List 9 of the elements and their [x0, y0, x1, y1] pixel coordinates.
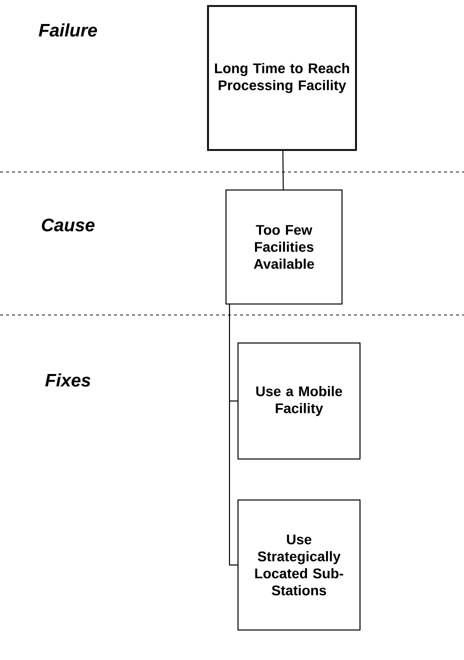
section-label: Failure: [38, 23, 98, 37]
process-box: Too Few Facilities Available: [226, 190, 342, 304]
process-box: Long Time to Reach Processing Facility: [207, 5, 357, 151]
connector-line: [229, 304, 238, 566]
section-label: Cause: [42, 218, 95, 232]
connector-line: [282, 150, 284, 190]
section-label: Fixes: [45, 373, 90, 387]
process-box: Use a Mobile Facility: [238, 342, 360, 460]
process-box: Use Strategically Located Sub-Stations: [238, 500, 360, 630]
